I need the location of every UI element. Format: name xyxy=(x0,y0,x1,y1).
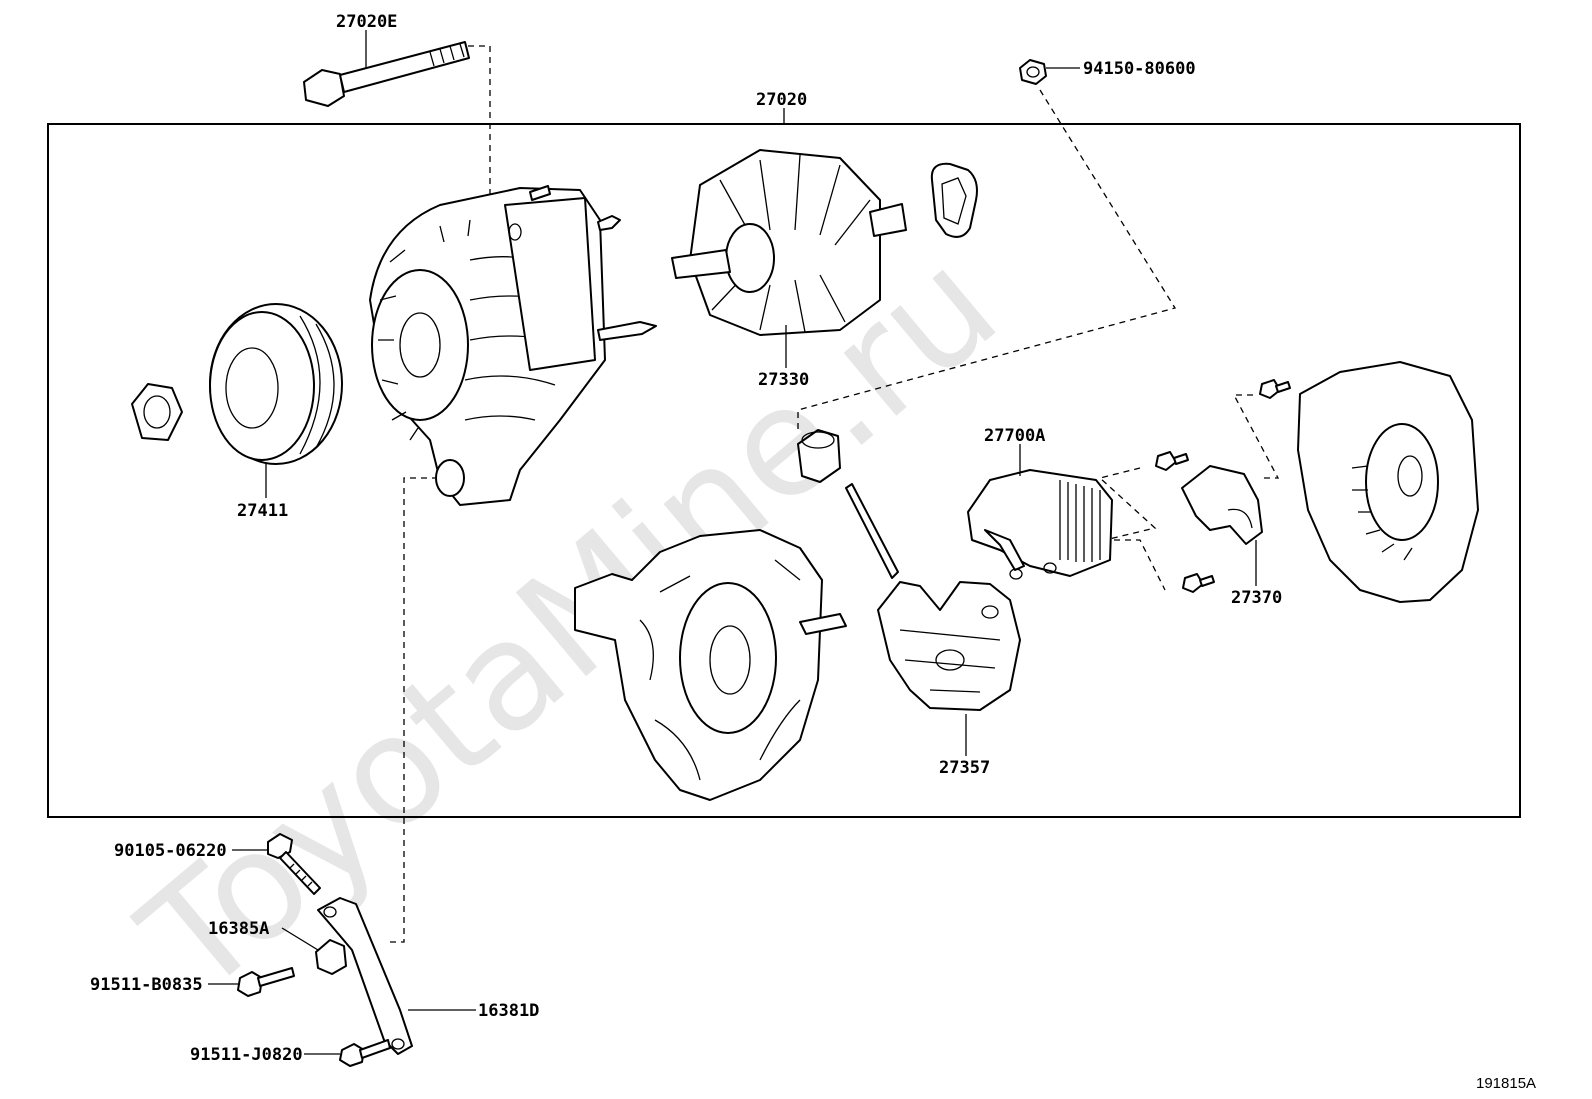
pulley-nut xyxy=(131,383,183,441)
callout-94150-80600: 94150-80600 xyxy=(1083,59,1196,79)
leader-lines xyxy=(208,30,1257,1055)
callout-27020: 27020 xyxy=(756,90,807,110)
thru-bolt xyxy=(303,41,470,107)
bracket-16381D xyxy=(317,897,413,1055)
callout-27411: 27411 xyxy=(237,501,288,521)
brush-holder-cover xyxy=(1181,465,1263,545)
rear-end-cover xyxy=(1297,361,1479,603)
callout-27330: 27330 xyxy=(758,370,809,390)
callout-16381D: 16381D xyxy=(478,1001,539,1021)
bearing-cover-ring xyxy=(930,162,978,238)
assembly-guide-lines xyxy=(390,45,1280,943)
callout-91511-B0835: 91511-B0835 xyxy=(90,975,203,995)
bolt-90105 xyxy=(267,833,321,895)
callout-16385A: 16385A xyxy=(208,919,269,939)
rear-end-frame xyxy=(574,529,847,801)
callout-27700A: 27700A xyxy=(984,426,1045,446)
terminal-grommet xyxy=(797,429,899,579)
voltage-regulator xyxy=(967,469,1113,580)
bolt-j0820 xyxy=(339,1039,391,1067)
spacer-16385A xyxy=(315,939,347,975)
callout-27357: 27357 xyxy=(939,758,990,778)
rotor xyxy=(671,149,907,336)
callout-27370: 27370 xyxy=(1231,588,1282,608)
terminal-nut xyxy=(1019,59,1047,85)
bolt-b0835 xyxy=(237,967,295,997)
regulator-screws xyxy=(1155,379,1291,593)
drive-end-frame xyxy=(369,185,657,506)
document-id: 191815A xyxy=(1476,1075,1536,1092)
callout-90105-06220: 90105-06220 xyxy=(114,841,227,861)
callout-27020E: 27020E xyxy=(336,12,397,32)
rectifier xyxy=(877,581,1021,711)
pulley xyxy=(209,303,343,465)
callout-91511-J0820: 91511-J0820 xyxy=(190,1045,303,1065)
